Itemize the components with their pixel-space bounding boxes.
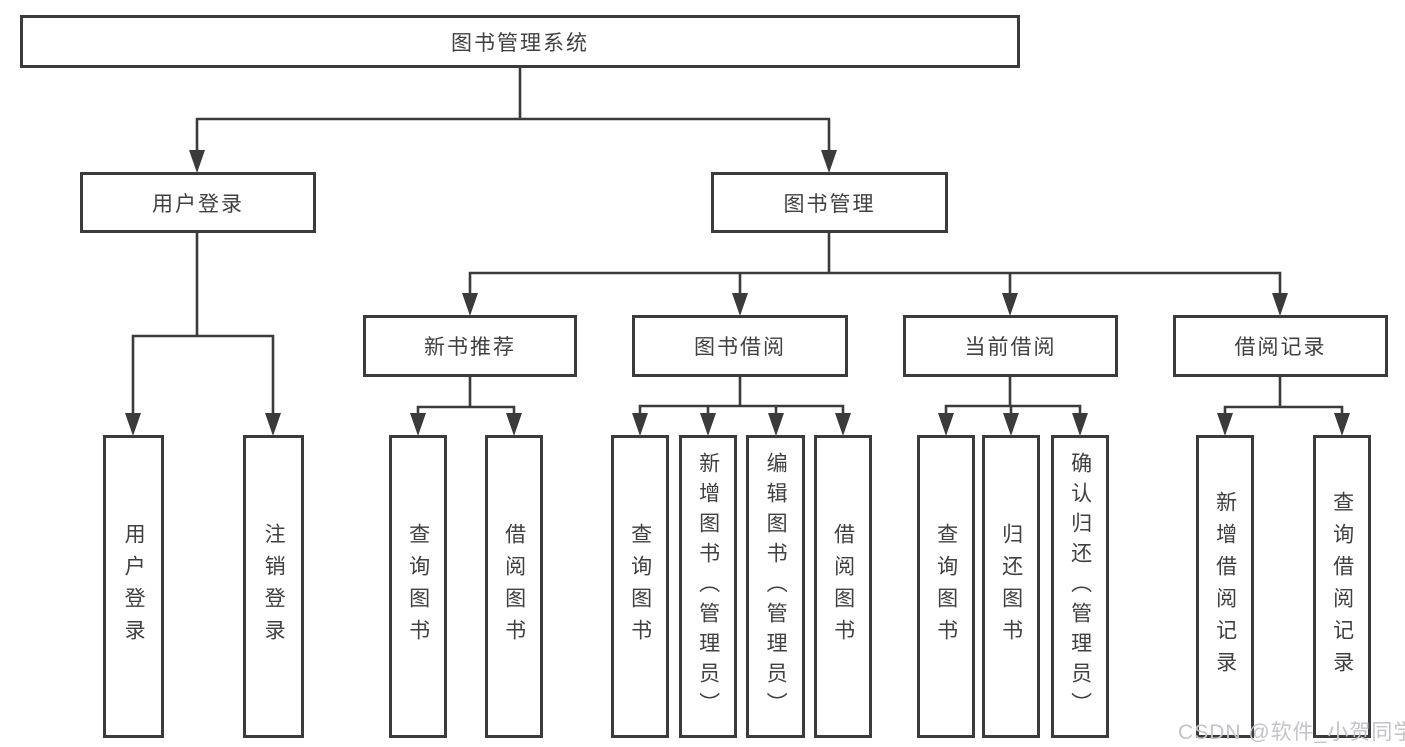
node-label: 查询图书 [934,522,958,651]
leaf-add-book-admin: 新增图书（管理员） [679,435,737,738]
node-label: 注销登录 [262,522,286,651]
node-user-login: 用户登录 [80,172,316,233]
node-book-borrowing: 图书借阅 [632,315,848,377]
node-label: 归还图书 [999,522,1023,651]
node-label: 当前借阅 [964,336,1057,359]
leaf-logout: 注销登录 [243,435,304,738]
node-label: 新书推荐 [424,336,516,359]
node-label: 新增图书（管理员） [696,451,720,722]
node-label: 新增借阅记录 [1213,490,1237,683]
node-book-management: 图书管理 [711,172,948,233]
node-label: 借阅记录 [1234,336,1327,359]
leaf-borrow-books-recommend: 借阅图书 [485,435,543,738]
node-label: 确认归还（管理员） [1068,451,1092,722]
node-label: 查询图书 [406,522,430,651]
leaf-user-login: 用户登录 [103,435,164,738]
csdn-watermark: CSDN @软件_小贺同学 [1178,721,1405,744]
leaf-return-books: 归还图书 [982,435,1040,738]
node-label: 图书管理系统 [451,31,589,55]
leaf-add-borrow-record: 新增借阅记录 [1196,435,1254,738]
leaf-query-borrow-record: 查询借阅记录 [1313,435,1371,738]
leaf-query-books-current: 查询图书 [917,435,975,738]
leaf-edit-book-admin: 编辑图书（管理员） [746,435,805,738]
node-label: 借阅图书 [502,522,526,651]
node-current-borrowing: 当前借阅 [903,315,1118,377]
leaf-query-books-borrowing: 查询图书 [611,435,669,738]
node-new-book-recommend: 新书推荐 [363,315,577,377]
arrowheads [125,150,1350,436]
node-label: 图书管理 [783,192,876,216]
node-label: 借阅图书 [831,522,855,651]
node-label: 用户登录 [152,192,244,216]
leaf-borrow-books-borrowing: 借阅图书 [814,435,872,738]
node-root-library-system: 图书管理系统 [20,15,1020,68]
node-label: 查询图书 [628,522,652,651]
node-label: 编辑图书（管理员） [764,451,788,722]
leaf-confirm-return-admin: 确认归还（管理员） [1051,435,1109,738]
node-label: 查询借阅记录 [1330,490,1354,683]
node-label: 用户登录 [122,522,146,651]
node-borrowing-records: 借阅记录 [1173,315,1388,377]
node-label: 图书借阅 [694,336,786,359]
leaf-query-books-recommend: 查询图书 [389,435,447,738]
